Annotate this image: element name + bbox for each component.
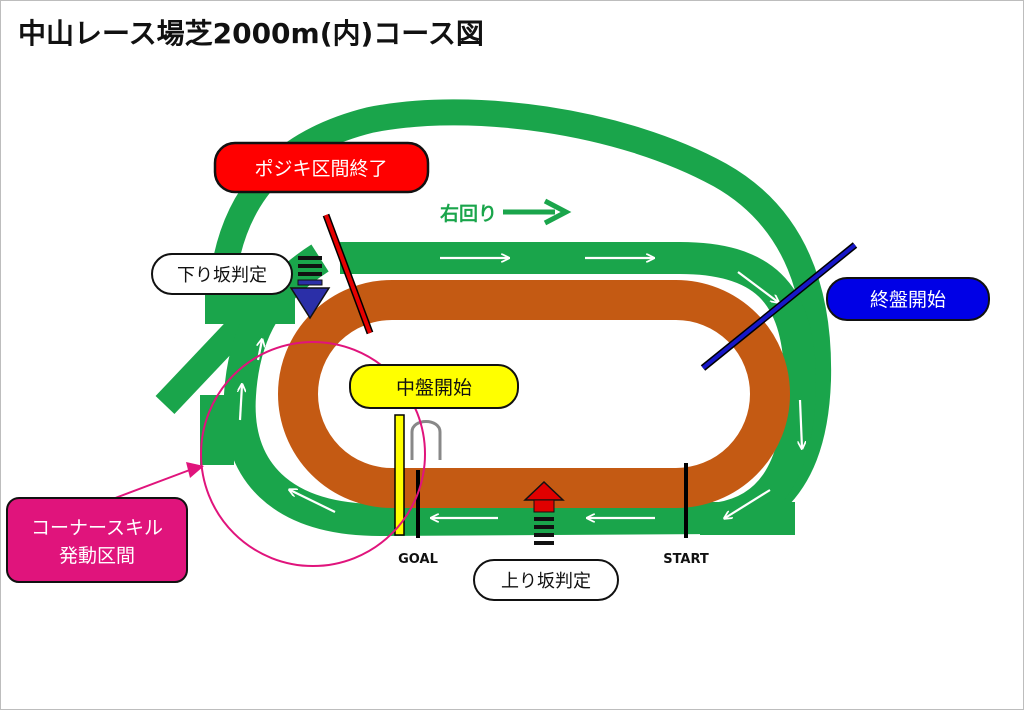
direction-indicator: 右回り	[439, 198, 572, 226]
dirt-track	[278, 280, 790, 508]
corner-skill-box: コーナースキル 発動区間	[6, 497, 188, 583]
start-label: START	[663, 552, 709, 567]
up-arrow-icon	[523, 480, 565, 545]
uphill-check-label: 上り坂判定	[501, 571, 591, 592]
goal-post	[394, 414, 420, 538]
corner-skill-label-2: 発動区間	[59, 545, 135, 567]
track-direction-arrows	[240, 258, 802, 518]
corner-skill-zone	[200, 341, 426, 567]
corner-skill-label-1: コーナースキル	[31, 517, 163, 539]
direction-label: 右回り	[439, 202, 497, 225]
late-start-box: 終盤開始	[826, 277, 990, 321]
goal-label: GOAL	[398, 552, 438, 567]
pojiki-end-label: ポジキ区間終了	[254, 158, 387, 180]
downhill-check-box: 下り坂判定	[151, 253, 293, 295]
gate-icon	[410, 420, 442, 460]
pojiki-end-line	[322, 213, 374, 335]
uphill-check-box: 上り坂判定	[473, 559, 619, 601]
right-arrow-icon	[503, 198, 572, 226]
down-arrow-icon	[289, 256, 331, 320]
corner-skill-pointer	[109, 462, 204, 501]
mid-start-box: 中盤開始	[349, 364, 519, 409]
page-title: 中山レース場芝2000m(内)コース図	[18, 17, 484, 50]
mid-start-label: 中盤開始	[396, 377, 472, 399]
downhill-check-label: 下り坂判定	[177, 265, 267, 286]
late-start-label: 終盤開始	[870, 289, 946, 311]
pojiki-end-box: ポジキ区間終了	[213, 141, 430, 194]
late-start-line	[700, 242, 858, 371]
